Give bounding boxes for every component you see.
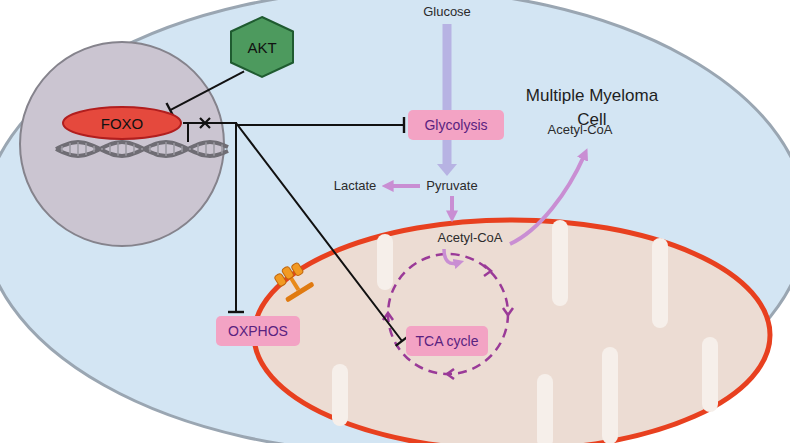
crista xyxy=(602,355,618,436)
inhibition-bar xyxy=(403,117,405,133)
promoter-arrow xyxy=(187,123,189,142)
hexagon-outline xyxy=(230,16,294,78)
dna-strand xyxy=(56,142,228,156)
dna-rung xyxy=(101,148,103,150)
dna-rung xyxy=(197,144,199,153)
dna-rung xyxy=(149,146,151,152)
crista xyxy=(552,228,568,298)
dna-rung xyxy=(141,148,143,150)
metabolite-label: Acetyl-CoA xyxy=(545,122,614,138)
process-box: Glycolysis xyxy=(408,110,504,140)
crista xyxy=(537,382,553,440)
crista xyxy=(652,246,668,320)
crista xyxy=(377,242,393,282)
inhibition-connector xyxy=(183,123,244,312)
connector-line xyxy=(183,123,236,312)
atp-synthase-base xyxy=(285,281,315,302)
connector-line xyxy=(183,123,402,341)
inhibition-connector xyxy=(183,117,404,133)
dna-rung xyxy=(109,144,111,153)
inhibition-bar xyxy=(396,336,409,346)
atp-synthase-symbol xyxy=(271,259,315,302)
atp-synthase-stalk xyxy=(289,277,300,291)
metabolite-label: Acetyl-CoA xyxy=(435,230,504,246)
cycle-arrowheads xyxy=(383,265,513,379)
metabolite-label: Lactate xyxy=(332,178,379,194)
cycle-entry-arrow xyxy=(444,249,457,264)
dna-rung xyxy=(61,146,63,152)
atp-synthase-subunit xyxy=(291,262,304,276)
dna-rung xyxy=(221,144,223,153)
process-box: TCA cycle xyxy=(406,326,488,356)
dna-rung xyxy=(77,142,79,156)
dna-rung xyxy=(125,142,127,155)
dna-rung xyxy=(69,143,71,155)
lactate-arrow xyxy=(390,184,420,188)
node-text: TCA cycle xyxy=(415,333,478,349)
pyruvate-arrow xyxy=(450,196,454,214)
transcription-factor-ellipse: FOXO xyxy=(62,106,182,140)
dna-rung xyxy=(189,148,191,150)
dna-rung xyxy=(93,146,95,152)
glucose-flux-arrowhead xyxy=(437,164,457,176)
ellipse-outline xyxy=(62,106,182,140)
dna-rung xyxy=(85,143,87,155)
crista xyxy=(332,372,348,418)
connector-line xyxy=(170,71,244,110)
process-box: OXPHOS xyxy=(216,316,300,346)
node-text: FOXO xyxy=(101,115,144,132)
dna-rung xyxy=(157,143,159,155)
tca-cycle-ring xyxy=(388,254,508,374)
dna-rung xyxy=(133,144,135,153)
node-text: Glycolysis xyxy=(424,117,487,133)
metabolite-label: Glucose xyxy=(421,4,473,20)
dna-rung xyxy=(165,142,167,156)
dna-rung xyxy=(213,142,215,155)
node-text: OXPHOS xyxy=(228,323,288,339)
dna-rung xyxy=(205,142,207,155)
hexagon-shape xyxy=(231,17,293,77)
inhibition-bar xyxy=(228,311,244,313)
cycle-arrowhead xyxy=(503,308,513,315)
mitochondrion xyxy=(254,220,770,443)
inhibition-bar xyxy=(166,103,173,117)
crista xyxy=(702,345,718,404)
inhibition-connector xyxy=(166,71,244,117)
cell-title: Multiple Myeloma Cell xyxy=(512,84,672,132)
dna-rung xyxy=(173,143,175,155)
kinase-hexagon: AKT xyxy=(230,16,294,78)
dna-helix xyxy=(56,142,228,156)
dna-strand xyxy=(56,142,228,156)
dna-rung xyxy=(117,142,119,155)
inhibition-connector xyxy=(183,123,408,346)
cycle-arrowhead xyxy=(447,369,454,379)
ellipse-shape xyxy=(63,107,181,139)
node-text: AKT xyxy=(247,39,276,56)
glucose-flux-arrow xyxy=(443,24,452,166)
metabolite-label: Pyruvate xyxy=(424,178,479,194)
dna-rung xyxy=(181,146,183,152)
cycle-arrowhead xyxy=(484,265,491,276)
acetyl-export-arrow xyxy=(510,156,584,244)
